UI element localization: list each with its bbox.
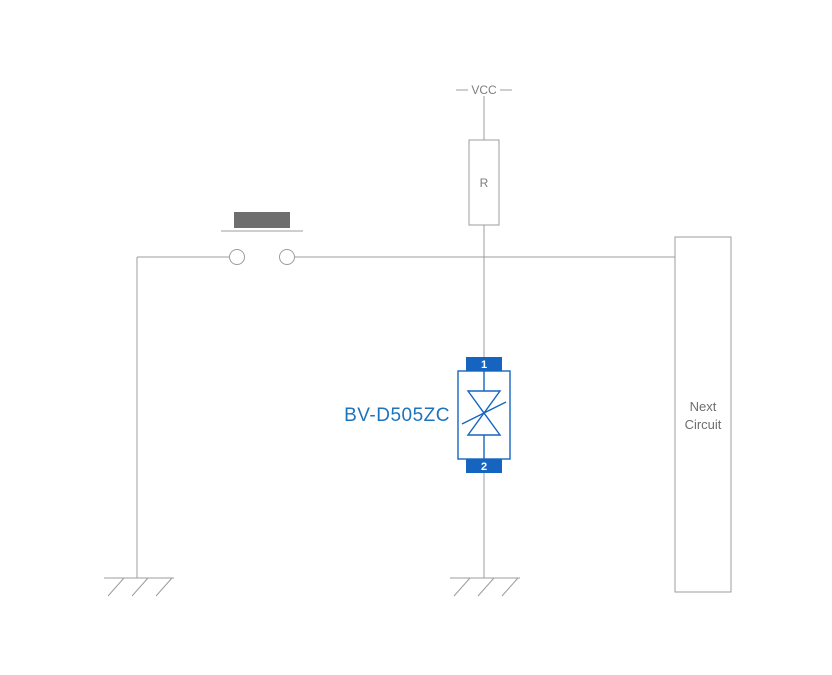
- ground-center-hatch-1: [453, 577, 471, 597]
- tvs-triangle-top: [466, 390, 502, 415]
- power-rail: VCC: [456, 83, 512, 97]
- vcc-label: VCC: [471, 83, 497, 97]
- next-circuit-label-line2: Circuit: [685, 417, 722, 432]
- ground-left-hatch-2: [131, 577, 149, 597]
- ground-center-hatch-3: [501, 577, 519, 597]
- push-button: [221, 212, 303, 265]
- ground-left-hatch-3: [155, 577, 173, 597]
- next-circuit-body: [674, 236, 732, 593]
- esd-device-name: BV-D505ZC: [344, 405, 450, 426]
- ground-symbol-center: [450, 577, 520, 597]
- tvs-triangle-bottom: [466, 411, 502, 436]
- esd-device-pin2-pad: [466, 459, 502, 473]
- next-circuit-label-line1: Next: [690, 399, 717, 414]
- resistor-body: [468, 139, 500, 226]
- push-button-cap: [234, 212, 290, 228]
- ground-center-hatch-2: [477, 577, 495, 597]
- ground-left-hatch-1: [107, 577, 125, 597]
- push-button-terminal-right: [279, 249, 295, 265]
- resistor: R: [468, 139, 500, 226]
- esd-pin1-label: 1: [481, 359, 487, 371]
- push-button-terminal-left: [229, 249, 245, 265]
- ground-symbol-left: [104, 577, 174, 597]
- esd-device: 1 2 BV-D505ZC: [344, 357, 511, 473]
- esd-pin2-label: 2: [481, 461, 487, 473]
- next-circuit-block: Next Circuit: [674, 236, 732, 593]
- tvs-diode-symbol: [461, 371, 507, 459]
- tvs-zener-bar: [461, 401, 507, 425]
- esd-device-pin1-pad: [466, 357, 502, 371]
- resistor-label: R: [480, 176, 489, 190]
